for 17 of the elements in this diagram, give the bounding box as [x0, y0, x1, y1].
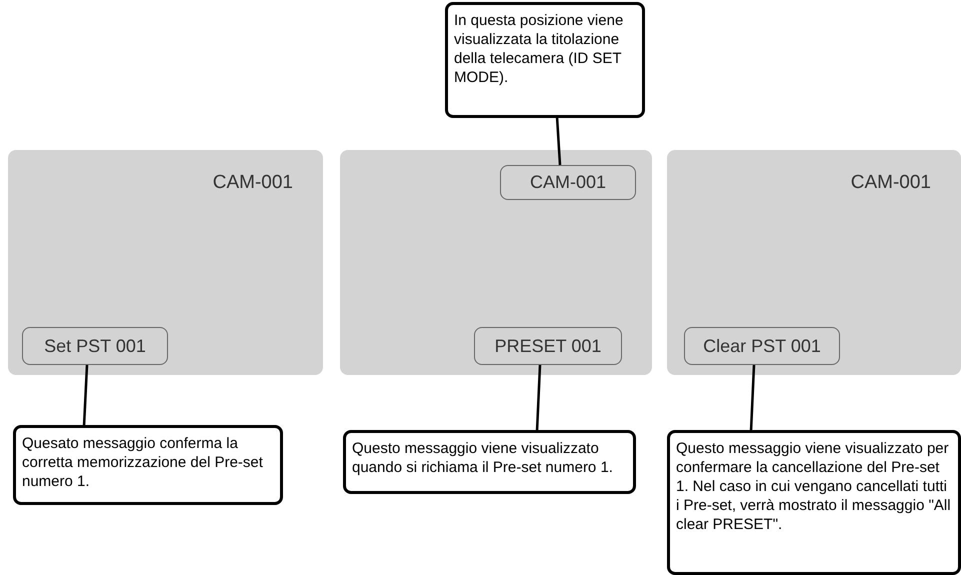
- callout-tail: [750, 364, 756, 432]
- screen-panel: [340, 150, 652, 375]
- callout-bubble: Quesato messaggio conferma la corretta memorizzazione del Pre-set numero 1.: [13, 425, 283, 505]
- on-screen-label: Set PST 001: [22, 327, 168, 365]
- screen-panel: [667, 150, 961, 375]
- on-screen-label: Clear PST 001: [684, 327, 840, 365]
- screen-panel: [8, 150, 323, 375]
- callout-tail: [536, 364, 542, 432]
- callout-bubble: Questo messaggio viene visualizzato quando si richiama il Pre-set numero 1.: [343, 430, 636, 494]
- callout-tail: [82, 364, 88, 427]
- callout-bubble: Questo messaggio viene visualizzato per confermare la cancellazione del Pre-set 1. Nel caso in cui vengano cancellati tutti i Pre-set, verrà mostrato il messaggio "All clear PRESET".: [667, 430, 961, 575]
- on-screen-label: CAM-001: [500, 165, 636, 200]
- callout-bubble: In questa posizione viene visualizzata la titolazione della telecamera (ID SET MODE).: [445, 2, 645, 118]
- callout-tail: [556, 116, 562, 166]
- camera-title: CAM-001: [212, 172, 293, 194]
- on-screen-label: PRESET 001: [474, 327, 622, 365]
- camera-title: CAM-001: [850, 172, 931, 194]
